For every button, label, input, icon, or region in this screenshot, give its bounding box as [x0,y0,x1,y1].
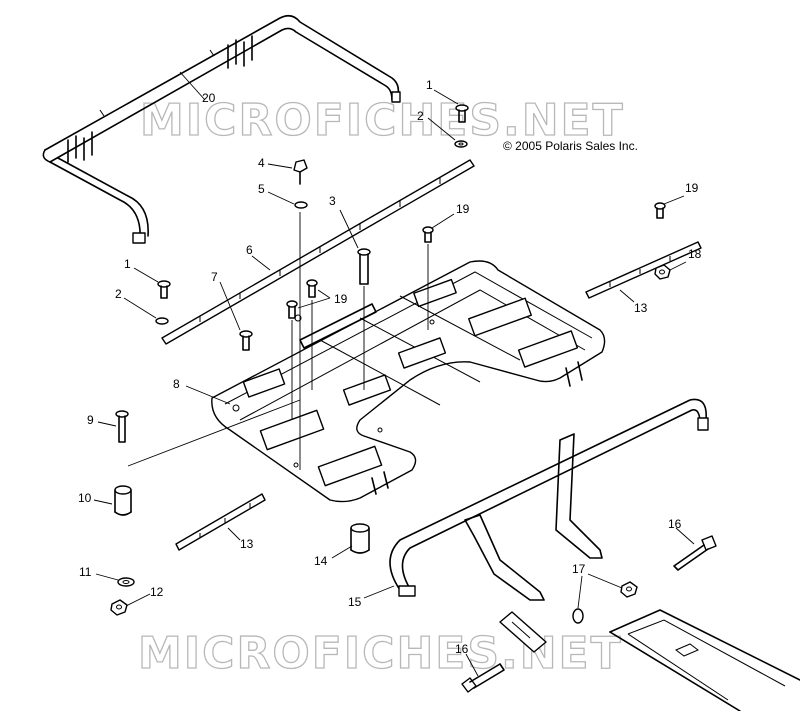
part-19-bolt-right [654,202,666,219]
part-5-washer [294,201,308,209]
callout-1-left: 1 [124,257,131,271]
part-17-washer [572,608,584,624]
callout-18: 18 [688,247,702,261]
callout-17: 17 [572,562,586,576]
watermark-top: MICROFICHES.NET [140,95,625,146]
callout-6: 6 [246,243,253,257]
part-14-spacer [350,523,370,554]
part-10-spacer [114,485,132,516]
callout-19-center: 19 [456,202,470,216]
callout-19-right: 19 [685,181,699,195]
assembly-guide-lines [127,212,429,470]
callout-13-left: 13 [240,537,254,551]
part-16-bolt-lower [461,663,505,693]
callout-19-left: 19 [334,292,348,306]
part-7-bolt [239,330,253,351]
part-19-bolt-center [422,226,434,243]
cargo-box-partial [609,609,800,711]
part-17-nut [620,581,638,598]
callout-3: 3 [329,194,336,208]
callout-4: 4 [258,156,265,170]
callout-20: 20 [202,91,216,105]
part-13-strip-right [585,241,702,299]
callout-15: 15 [348,595,362,609]
part-2-washer-top [454,140,468,148]
part-11-washer [117,577,135,587]
part-15-rack-support [389,398,709,601]
part-16-bolt-right [673,535,717,571]
callout-8: 8 [173,377,180,391]
leader-lines [93,71,695,677]
callout-14: 14 [314,554,328,568]
callout-2-top: 2 [417,109,424,123]
callout-2-left: 2 [115,287,122,301]
part-20-rear-grab-bar [42,14,401,244]
callout-12: 12 [150,585,164,599]
callout-16-lower: 16 [455,642,469,656]
callout-11: 11 [79,565,92,579]
callout-13-right: 13 [634,301,648,315]
callout-labels: 1 2 20 4 5 3 19 19 6 1 2 7 19 18 13 8 9 … [78,78,702,656]
part-2-washer-left [155,317,169,325]
callout-10: 10 [78,491,92,505]
callout-7: 7 [211,270,218,284]
callout-9: 9 [87,413,94,427]
callout-5: 5 [258,182,265,196]
callout-16-right: 16 [668,517,682,531]
watermark-bottom: MICROFICHES.NET [138,628,623,679]
part-4-bolt [293,159,308,185]
part-19-bolts-left [286,279,318,319]
part-12-nut [110,599,128,616]
part-3-bolt [357,248,371,285]
part-9-bolt [115,410,129,443]
part-8-rear-rack [211,260,606,503]
part-13-strip-left [175,493,266,551]
callout-1-top: 1 [426,78,433,92]
copyright-text: © 2005 Polaris Sales Inc. [503,139,638,153]
part-1-bolt-left [157,280,171,299]
part-6-rail-strip [161,159,475,345]
part-1-bolt-top [455,104,469,123]
bracket-plate [499,611,547,653]
